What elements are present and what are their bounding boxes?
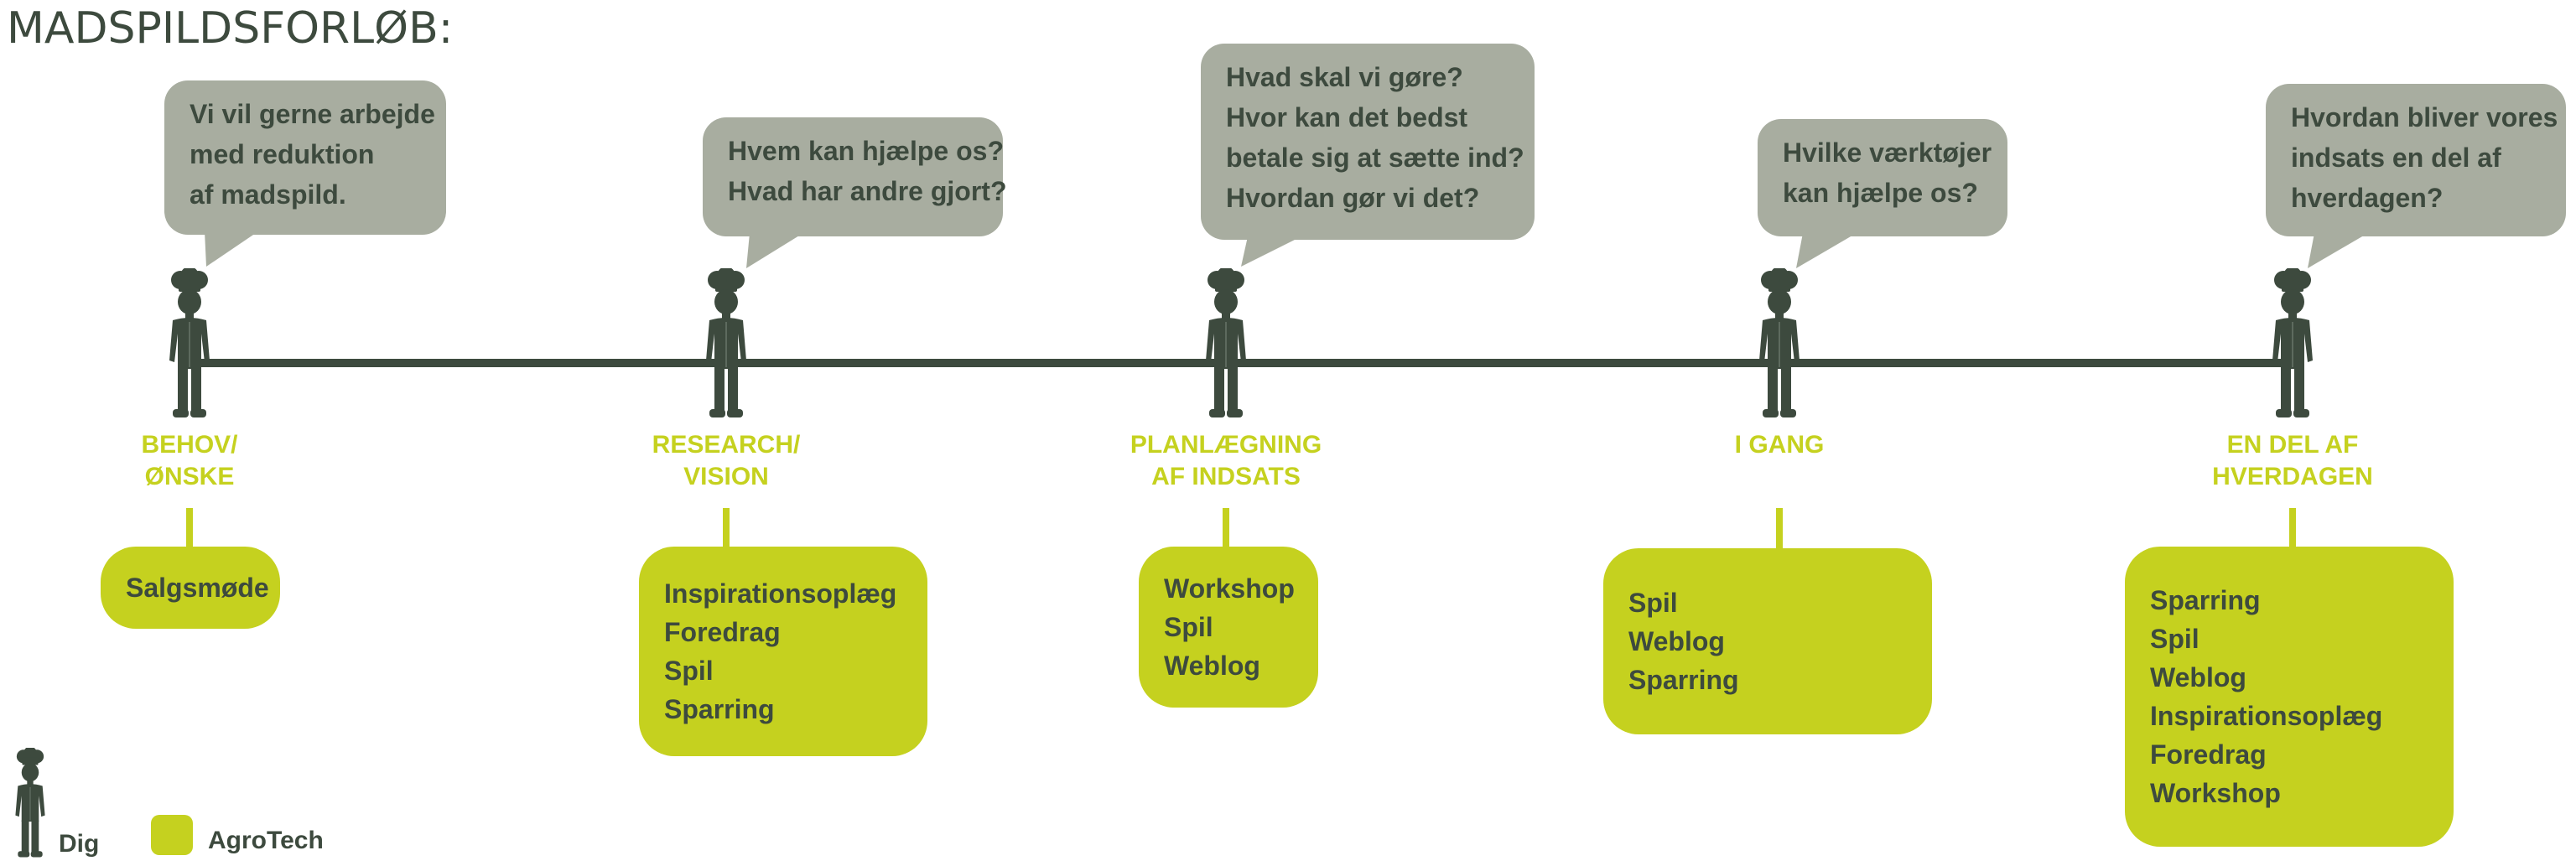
agrotech-item: Spil xyxy=(2150,624,2199,654)
person-icon xyxy=(1754,268,1805,419)
stage-label: PLANLÆGNING AF INDSATS xyxy=(1130,429,1322,493)
stage-connector xyxy=(2289,508,2296,550)
speech-bubble-tail xyxy=(746,233,803,268)
question-line: Hvad skal vi gøre? xyxy=(1226,62,1463,92)
person-icon xyxy=(12,748,49,858)
question-bubble: Vi vil gerne arbejde med reduktion af mads… xyxy=(164,80,446,235)
agrotech-item: Spil xyxy=(664,656,714,686)
stage-label: I GANG xyxy=(1735,429,1825,461)
stage-label-line: PLANLÆGNING xyxy=(1130,431,1322,459)
question-bubble: Hvad skal vi gøre? Hvor kan det bedst beta… xyxy=(1201,44,1535,240)
stage-label-line: RESEARCH/ xyxy=(652,431,801,459)
person-icon xyxy=(1201,268,1251,419)
agrotech-item: Weblog xyxy=(1164,651,1260,681)
agrotech-item: Sparring xyxy=(1628,665,1739,695)
person-icon xyxy=(2267,268,2318,419)
stage-label-line: AF INDSATS xyxy=(1151,463,1301,490)
agrotech-box: Salgsmøde xyxy=(101,547,280,629)
agrotech-item: Foredrag xyxy=(2150,739,2267,770)
agrotech-item: Inspirationsoplæg xyxy=(664,578,897,609)
question-line: kan hjælpe os? xyxy=(1783,178,1978,208)
stage-label: RESEARCH/VISION xyxy=(652,429,801,493)
speech-bubble-tail xyxy=(1796,233,1857,268)
stage-connector xyxy=(1223,508,1229,550)
question-line: af madspild. xyxy=(190,179,346,210)
question-line: indsats en del af xyxy=(2291,143,2501,173)
question-line: Hvad har andre gjort? xyxy=(728,176,1007,206)
stage-label: EN DEL AF HVERDAGEN xyxy=(2212,429,2373,493)
agrotech-item: Foredrag xyxy=(664,617,781,647)
timeline-line xyxy=(188,359,2291,367)
speech-bubble-tail xyxy=(205,231,258,267)
question-line: Hvor kan det bedst xyxy=(1226,102,1468,132)
agrotech-item: Inspirationsoplæg xyxy=(2150,701,2383,731)
stage-connector xyxy=(723,508,730,550)
stage-label-line: EN DEL AF xyxy=(2226,431,2359,459)
question-bubble: Hvilke værktøjer kan hjælpe os? xyxy=(1758,119,2007,236)
question-line: Hvem kan hjælpe os? xyxy=(728,136,1004,166)
question-line: Hvordan gør vi det? xyxy=(1226,183,1480,213)
person-icon xyxy=(701,268,751,419)
agrotech-item: Spil xyxy=(1164,612,1213,642)
stage-connector xyxy=(1776,508,1783,550)
stage-connector xyxy=(186,508,193,550)
question-line: Hvilke værktøjer xyxy=(1783,137,1992,168)
speech-bubble-tail xyxy=(1241,236,1301,267)
legend-agrotech-swatch xyxy=(151,815,193,855)
agrotech-item: Sparring xyxy=(2150,585,2261,615)
agrotech-item: Weblog xyxy=(2150,662,2246,692)
question-line: med reduktion xyxy=(190,139,375,169)
agrotech-item: Salgsmøde xyxy=(126,573,269,603)
stage-label-line: VISION xyxy=(683,463,769,490)
agrotech-item: Spil xyxy=(1628,588,1678,618)
stage-label-line: BEHOV/ xyxy=(141,431,238,459)
agrotech-item: Sparring xyxy=(664,694,775,724)
stage-label-line: ØNSKE xyxy=(144,463,235,490)
question-line: Vi vil gerne arbejde xyxy=(190,99,435,129)
question-line: Hvordan bliver vores xyxy=(2291,102,2558,132)
legend-agrotech-label: AgroTech xyxy=(208,827,324,854)
question-line: betale sig at sætte ind? xyxy=(1226,143,1524,173)
stage-label-line: HVERDAGEN xyxy=(2212,463,2373,490)
legend-person-label: Dig xyxy=(59,830,100,858)
stage-label: BEHOV/ØNSKE xyxy=(141,429,237,493)
question-bubble: Hvordan bliver vores indsats en del af hve… xyxy=(2266,84,2566,236)
speech-bubble-tail xyxy=(2308,233,2368,268)
page-title: MADSPILDSFORLØB: xyxy=(7,3,454,54)
agrotech-item: Workshop xyxy=(1164,573,1295,604)
person-icon xyxy=(164,268,215,419)
question-line: hverdagen? xyxy=(2291,183,2444,213)
stage-label-line: I GANG xyxy=(1734,431,1825,459)
agrotech-item: Weblog xyxy=(1628,626,1725,656)
question-bubble: Hvem kan hjælpe os? Hvad har andre gjort? xyxy=(703,117,1007,236)
agrotech-item: Workshop xyxy=(2150,778,2281,808)
